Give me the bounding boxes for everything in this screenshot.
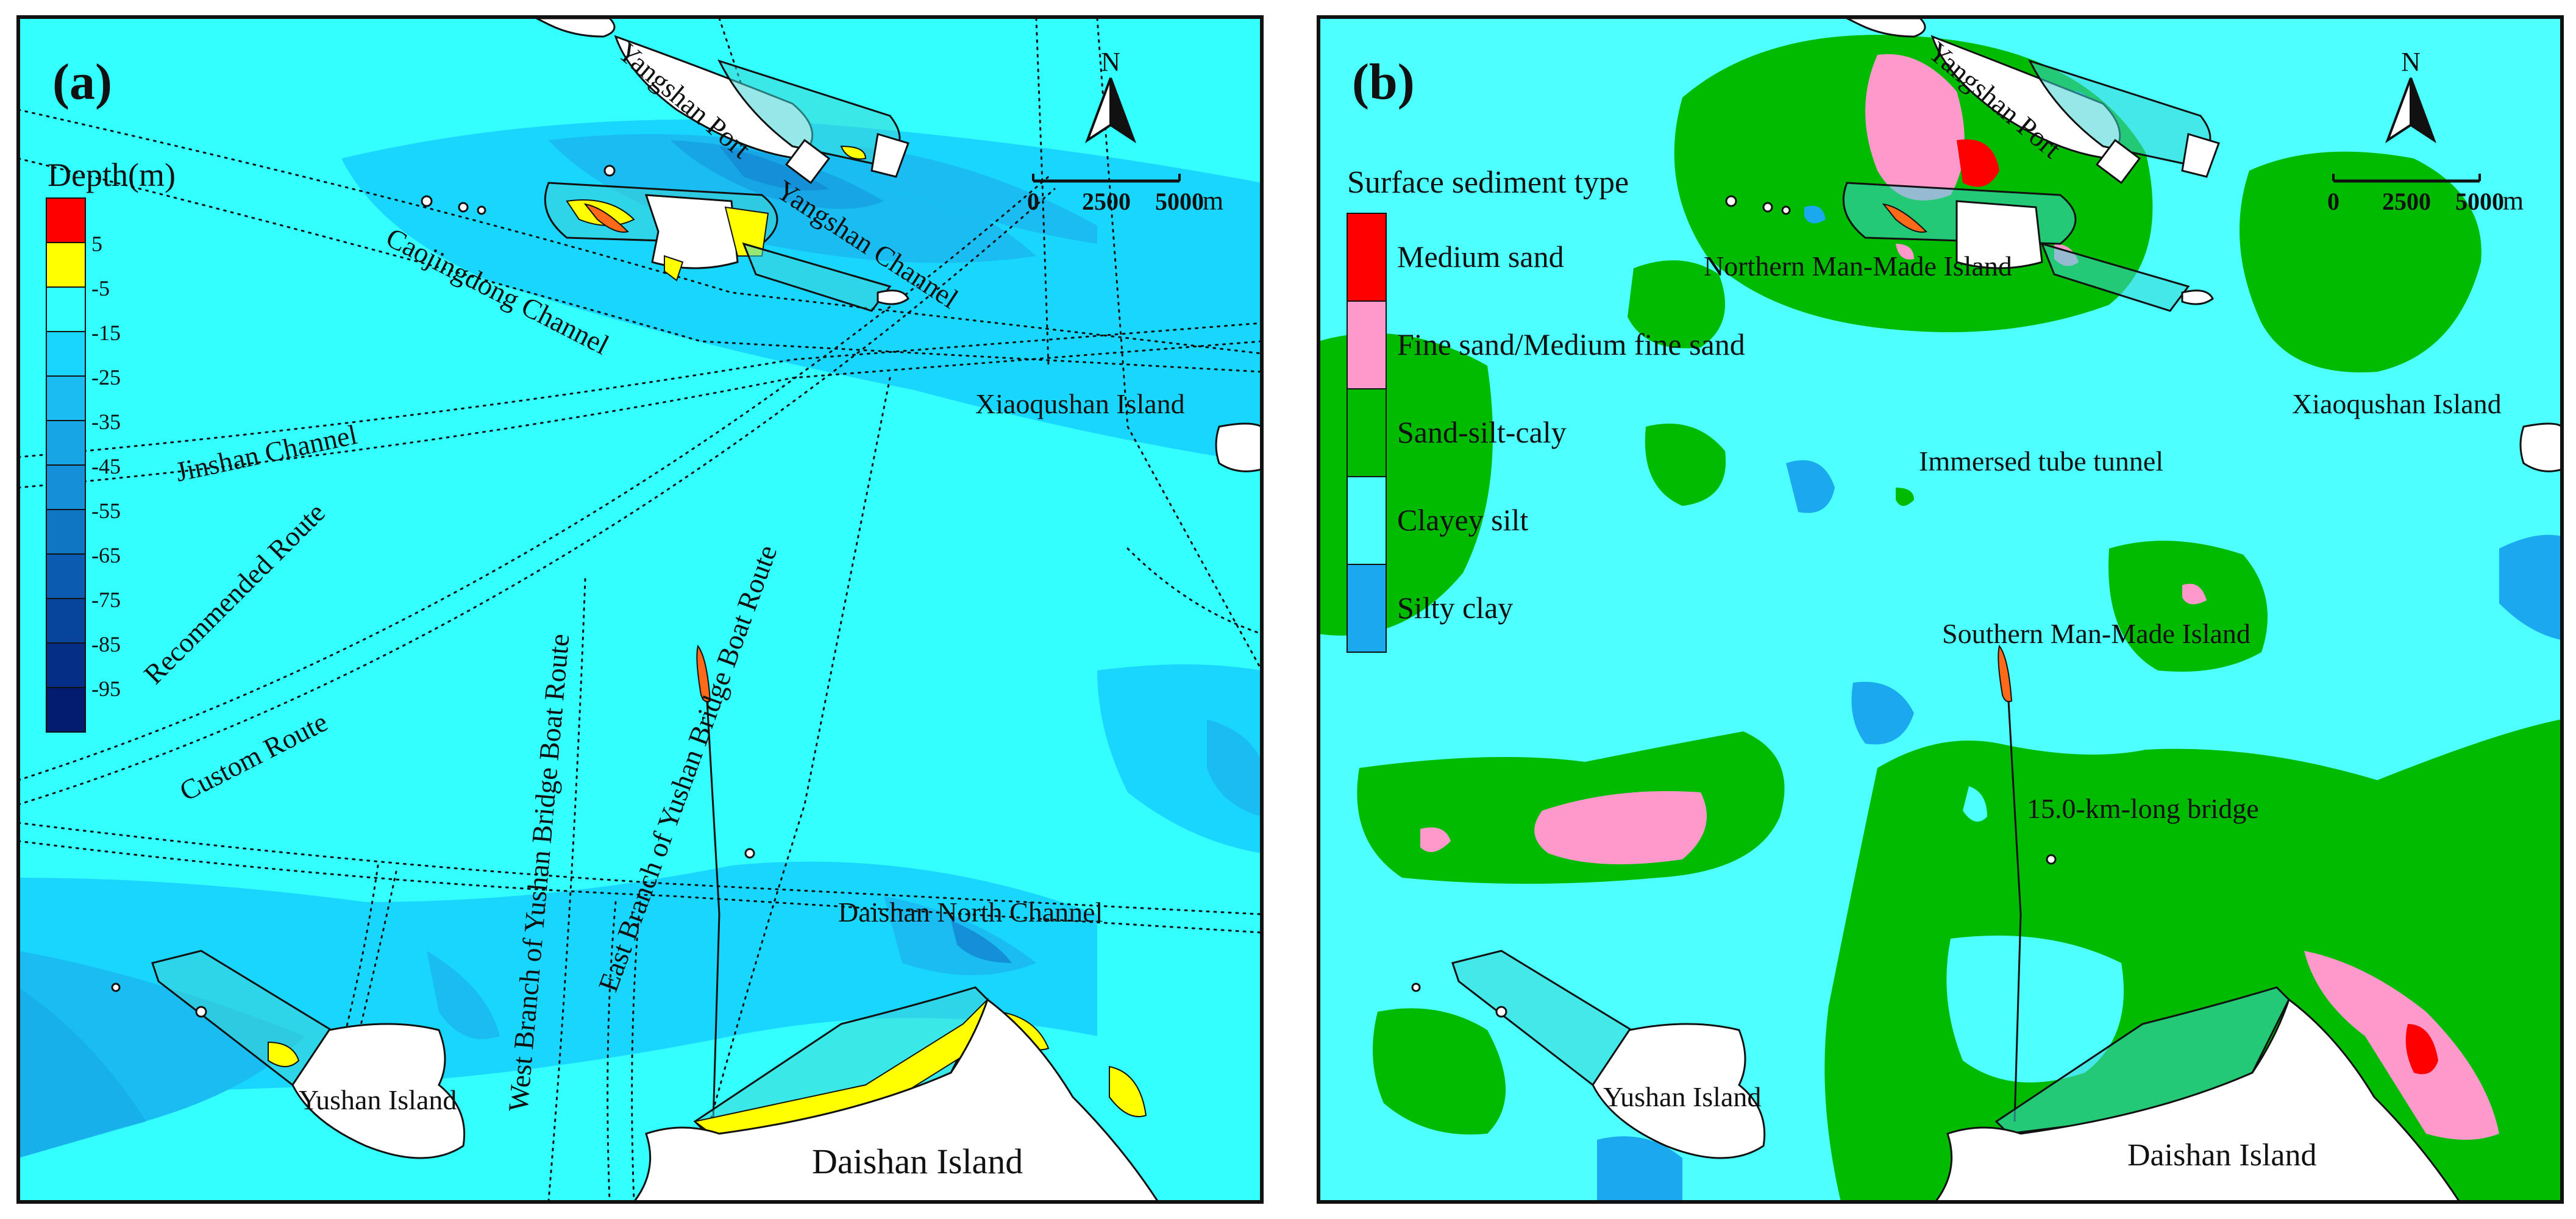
label-yushan-island: Yushan Island <box>299 1084 457 1115</box>
daishan-area <box>633 986 1159 1202</box>
sediment-label: Sand-silt-caly <box>1397 415 1567 449</box>
scale-unit: m <box>1203 186 1223 216</box>
sediment-swatches <box>1347 213 1387 653</box>
sediment-label: Clayey silt <box>1397 503 1528 537</box>
depth-swatch <box>46 464 86 510</box>
xiaoqushan-island <box>1215 422 1262 472</box>
label-immersed-tube-tunnel: Immersed tube tunnel <box>1919 446 2163 477</box>
sediment-label: Fine sand/Medium fine sand <box>1397 327 1745 361</box>
depth-tick-label: -5 <box>91 276 110 300</box>
label-yushan-island-b: Yushan Island <box>1603 1081 1761 1112</box>
label-daishan-north-channel: Daishan North Channel <box>838 897 1103 928</box>
depth-tick-label: -85 <box>91 632 121 656</box>
dayangshan-island <box>644 194 739 269</box>
depth-swatch <box>46 197 86 243</box>
scale-zero: 0 <box>1027 188 1039 215</box>
panel-a-label: (a) <box>52 54 112 110</box>
sediment-legend-title: Surface sediment type <box>1347 165 1629 200</box>
depth-swatch <box>46 375 86 421</box>
depth-tick-label: -55 <box>91 499 121 523</box>
xiaoqushan-island-b <box>2519 422 2562 472</box>
panel-b-frame <box>1317 15 2564 1204</box>
label-northern-man-made-island: Northern Man-Made Island <box>1704 251 2012 282</box>
sediment-swatch <box>1347 476 1387 565</box>
sediment-swatch <box>1347 388 1387 477</box>
panel-b-label: (b) <box>1352 54 1415 110</box>
daishan-island-b <box>1934 998 2461 1202</box>
scale-bar-a: 0 2500 5000 m <box>1027 174 1223 216</box>
depth-tick-label: -45 <box>91 454 121 478</box>
label-daishan-island-b: Daishan Island <box>2127 1138 2316 1173</box>
depth-swatch <box>46 687 86 733</box>
depth-tick-label: -15 <box>91 321 121 345</box>
depth-swatch <box>46 553 86 599</box>
depth-tick-label: -75 <box>91 588 121 612</box>
scale-end: 5000 <box>1155 188 1204 215</box>
depth-swatch <box>46 598 86 644</box>
north-label: N <box>1101 47 1120 77</box>
yushan-island <box>291 1023 466 1159</box>
scale-zero-b: 0 <box>2327 188 2339 215</box>
north-arrow-b: N <box>2385 47 2437 144</box>
north-label-b: N <box>2401 47 2421 77</box>
label-daishan-island: Daishan Island <box>812 1142 1023 1181</box>
scale-bar-b: 0 2500 5000 m <box>2327 174 2524 216</box>
depth-tick-label: -35 <box>91 410 121 434</box>
sediment-label: Medium sand <box>1397 240 1564 274</box>
scale-mid-b: 2500 <box>2382 188 2431 215</box>
label-xiaoqushan-island-b: Xiaoqushan Island <box>2292 388 2502 419</box>
scale-unit-b: m <box>2503 186 2524 216</box>
sediment-label: Silty clay <box>1397 591 1513 625</box>
north-arrow-a: N <box>1084 47 1137 144</box>
sediment-swatch <box>1347 213 1387 302</box>
yushan-area <box>111 950 466 1159</box>
label-bridge: 15.0-km-long bridge <box>2027 793 2259 824</box>
shipping-routes <box>18 17 1262 1202</box>
depth-swatch <box>46 242 86 288</box>
depth-swatch <box>46 331 86 377</box>
depth-legend-title: Depth(m) <box>48 157 176 193</box>
bridge-a <box>696 644 755 1122</box>
depth-legend: Depth(m) 5 -5 -15 -25 -35 -45 -55 -65 -75 -85 -95 <box>46 157 176 733</box>
depth-tick-label: 5 <box>91 232 102 256</box>
yangshan-port-area-b <box>1725 17 2220 312</box>
yushan-island-b <box>1592 1023 1766 1159</box>
depth-swatch <box>46 509 86 555</box>
depth-tick-label: -65 <box>91 543 121 567</box>
yangshan-port-area <box>421 17 909 312</box>
panel-a-frame <box>16 15 1264 1204</box>
island-zone-east <box>742 242 892 312</box>
panel-a: Depth(m) 5-5-15-25-35-45-55-65-75-85-95 … <box>16 15 1264 1204</box>
sediment-swatch <box>1347 564 1387 653</box>
scale-end-b: 5000 <box>2455 188 2504 215</box>
scale-mid: 2500 <box>1082 188 1131 215</box>
depth-swatch <box>46 420 86 466</box>
depth-colorbar <box>46 197 86 733</box>
daishan-area-b <box>1934 986 2461 1202</box>
daishan-island <box>633 998 1159 1202</box>
yangshan-zone <box>717 59 901 166</box>
yushan-area-b <box>1411 950 1766 1159</box>
depth-tick-label: -25 <box>91 365 121 389</box>
depth-tick-labels: 5 -5 -15 -25 -35 -45 -55 -65 -75 -85 -95 <box>91 232 121 701</box>
bridge-b <box>1998 644 2057 1122</box>
sediment-swatch <box>1347 300 1387 389</box>
label-southern-man-made-island: Southern Man-Made Island <box>1942 618 2250 649</box>
depth-swatch <box>46 642 86 688</box>
label-xiaoqushan-island: Xiaoqushan Island <box>975 388 1185 419</box>
depth-tick-label: -95 <box>91 677 121 701</box>
depth-swatch <box>46 286 86 332</box>
